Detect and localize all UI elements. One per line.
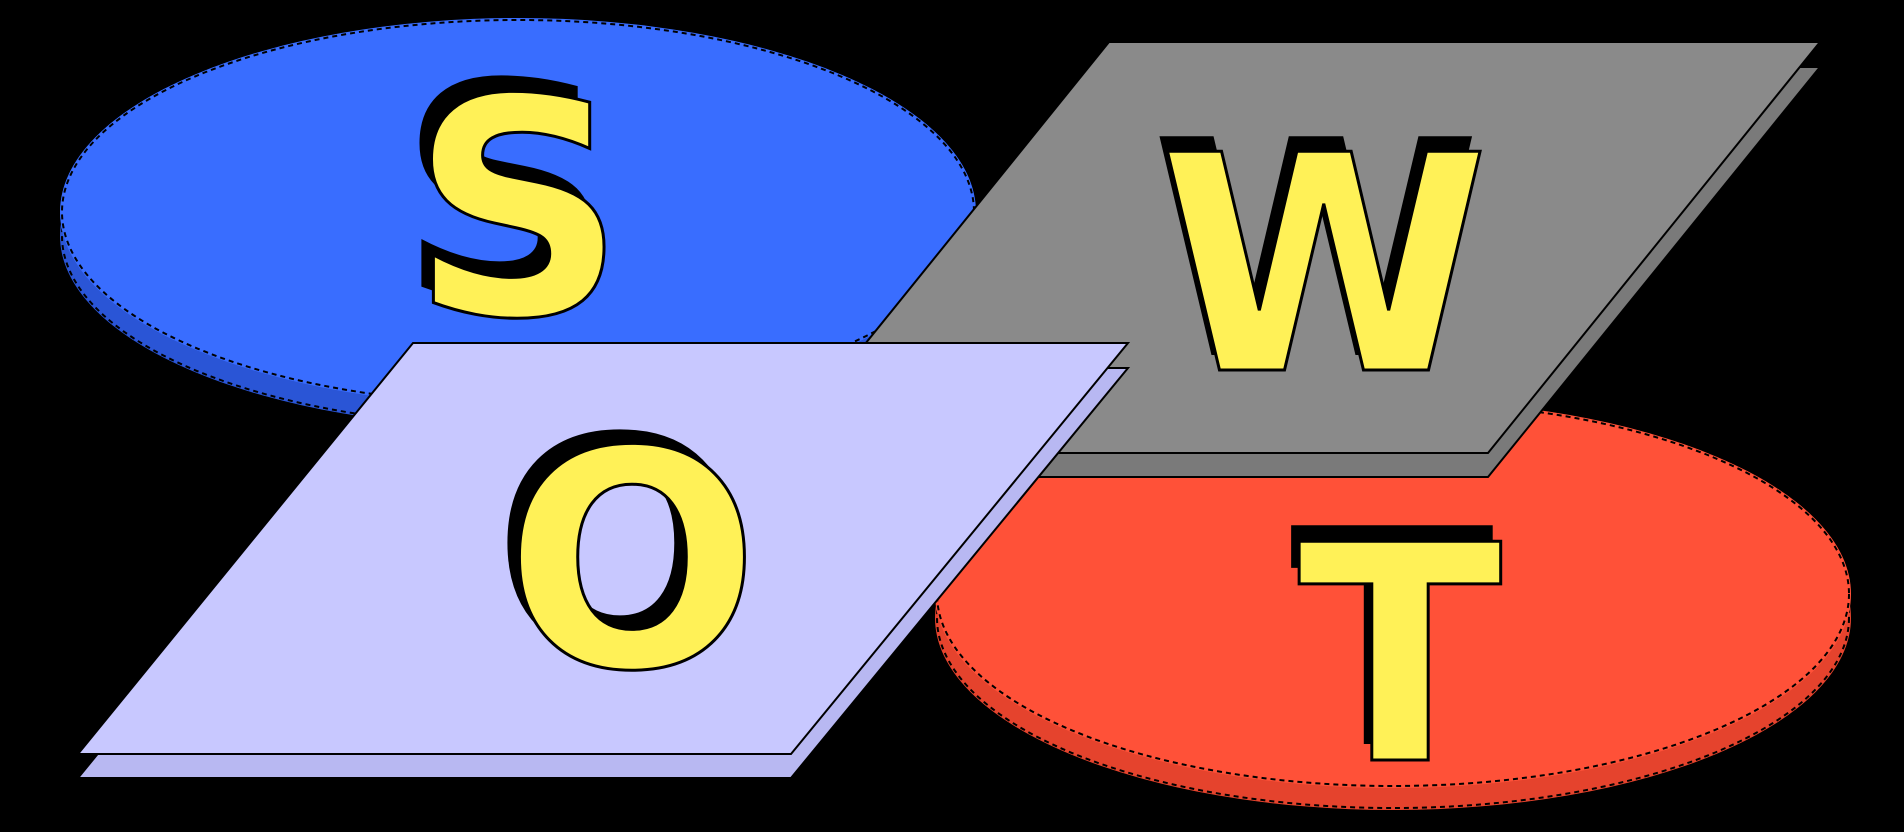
opportunities-panel — [75, 342, 1131, 755]
strengths-letter: S — [410, 36, 626, 385]
threats-ellipse — [935, 400, 1851, 788]
strengths-quadrant: S S — [60, 18, 976, 428]
threats-ellipse-edge — [936, 401, 1850, 787]
weaknesses-letter: W — [1159, 92, 1490, 441]
opportunities-letter-shadow: O — [492, 374, 747, 723]
opportunities-quadrant: O O — [75, 342, 1131, 779]
threats-letter-shadow: T — [1290, 466, 1496, 815]
weaknesses-letter-shadow: W — [1151, 77, 1482, 426]
threats-quadrant: T T — [935, 400, 1851, 832]
strengths-letter-shadow: S — [398, 20, 614, 369]
strengths-ellipse — [60, 18, 976, 406]
threats-letter: T — [1298, 482, 1504, 831]
opportunities-letter: O — [504, 388, 759, 737]
